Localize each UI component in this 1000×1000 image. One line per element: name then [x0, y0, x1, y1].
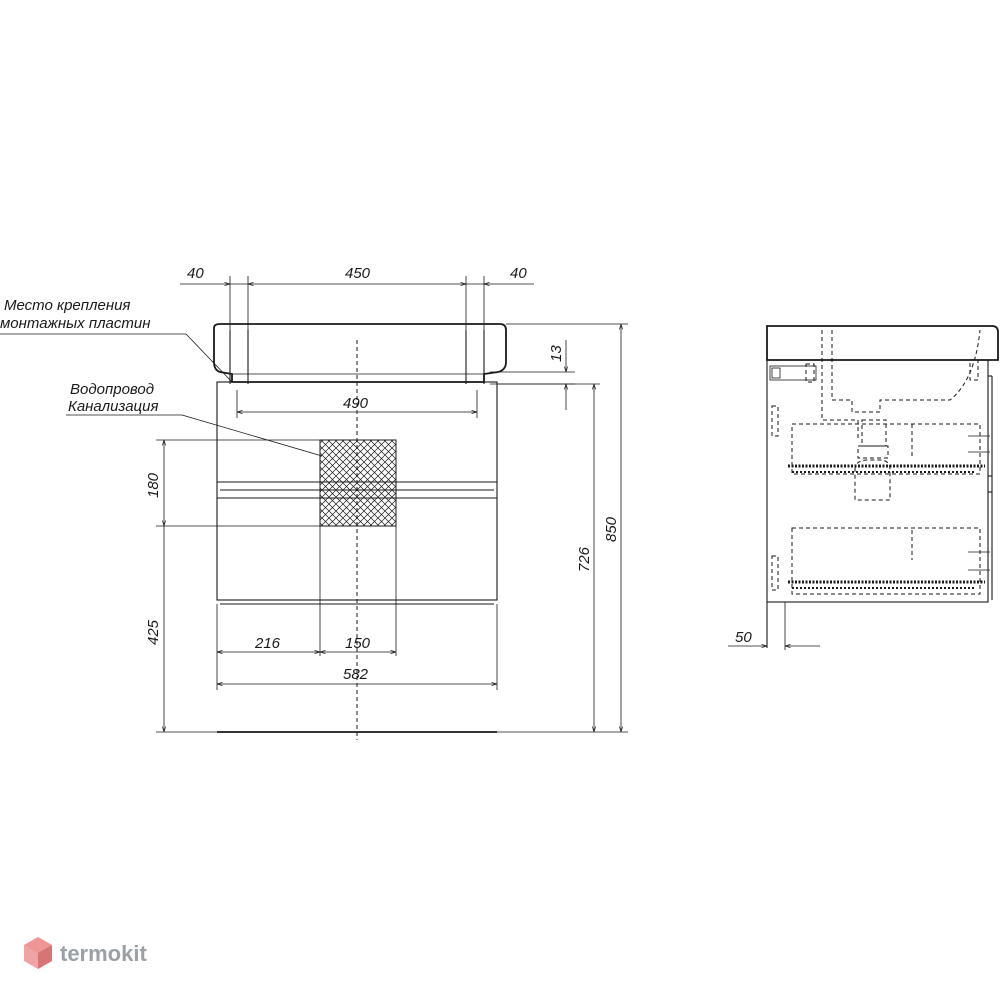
dim-top-left: 40: [187, 265, 204, 282]
label-pipes-1: Водопровод: [70, 381, 154, 398]
dim-rail: 490: [343, 395, 369, 412]
dim-width: 582: [343, 666, 369, 683]
side-cabinet-body: [766, 359, 989, 603]
watermark-text: termokit: [60, 941, 147, 966]
sink-top: [213, 323, 507, 383]
front-dimensions: [0, 276, 628, 733]
dim-top-mid: 450: [345, 265, 371, 282]
label-pipes-2: Канализация: [68, 398, 159, 415]
dim-offset: 13: [548, 345, 565, 362]
watermark-logo: [24, 937, 52, 969]
side-basin-outline: [831, 329, 981, 413]
dim-body-height: 726: [576, 546, 593, 572]
dim-pipe-zone: 180: [145, 472, 162, 498]
label-mounting-2: монтажных пластин: [0, 315, 150, 332]
pipe-zone-hatch: [319, 439, 397, 527]
side-view: [766, 325, 999, 648]
side-lower-drawer: [791, 527, 981, 595]
label-mounting-1: Место крепления: [4, 297, 130, 314]
side-upper-drawer: [791, 423, 981, 475]
side-sink-top: [766, 325, 999, 361]
dim-pipe-width: 150: [345, 635, 371, 652]
dim-side-offset: 50: [735, 629, 752, 646]
dim-top-right: 40: [510, 265, 527, 282]
dim-total-height: 850: [603, 516, 620, 542]
front-view: [213, 323, 507, 740]
side-dimensions: [728, 602, 820, 650]
dim-pipe-height: 425: [145, 619, 162, 645]
dim-pipe-left: 216: [254, 635, 281, 652]
